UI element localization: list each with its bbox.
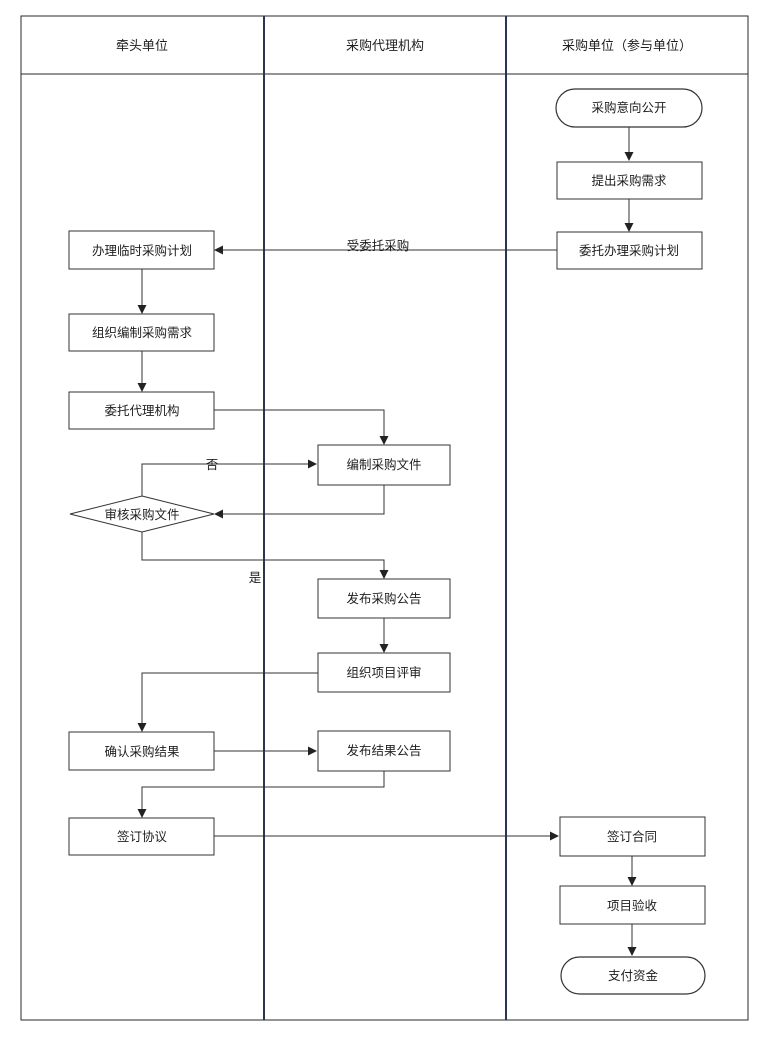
node-label: 组织项目评审 (346, 665, 421, 680)
node-label: 确认采购结果 (104, 744, 180, 759)
node-handle-temp-plan: 办理临时采购计划 (68, 230, 215, 270)
node-submit-demand: 提出采购需求 (556, 161, 703, 200)
node-label: 审核采购文件 (104, 507, 179, 522)
lane-header-buyer: 采购单位（参与单位） (562, 38, 692, 54)
node-publish-result: 发布结果公告 (317, 730, 451, 772)
edge-entrust-agency-to-compile (214, 409, 389, 445)
node-label: 签订协议 (117, 829, 168, 844)
node-confirm-result: 确认采购结果 (68, 731, 215, 771)
node-sign-contract: 签订合同 (559, 816, 706, 857)
node-entrust-agency: 委托代理机构 (68, 391, 215, 430)
edge-label-no: 否 (206, 457, 219, 472)
node-entrust-plan: 委托办理采购计划 (556, 231, 703, 270)
edge-compile-to-review (214, 485, 385, 519)
node-label: 采购意向公开 (591, 100, 666, 115)
node-sign-agreement: 签订协议 (68, 817, 215, 856)
edge-review-yes (141, 532, 389, 579)
node-publish-notice: 发布采购公告 (317, 578, 451, 619)
node-label: 委托办理采购计划 (579, 243, 679, 258)
edge-review-no (141, 459, 317, 496)
node-intent-public: 采购意向公开 (555, 88, 703, 128)
node-label: 编制采购文件 (346, 457, 421, 472)
node-label: 提出采购需求 (591, 173, 667, 188)
node-label: 办理临时采购计划 (92, 243, 192, 258)
edge-review-to-confirm (137, 672, 318, 732)
lane-header-lead: 牵头单位 (116, 39, 168, 54)
node-review-docs: 审核采购文件 (69, 495, 215, 533)
node-label: 发布采购公告 (346, 591, 421, 606)
node-organize-demand: 组织编制采购需求 (68, 313, 215, 352)
node-organize-review: 组织项目评审 (317, 652, 451, 693)
edge-label-yes: 是 (249, 570, 262, 585)
node-label: 组织编制采购需求 (92, 325, 193, 340)
edge-publish-to-agreement (137, 771, 385, 818)
node-label: 项目验收 (607, 898, 658, 913)
node-label: 支付资金 (608, 968, 659, 983)
node-label: 签订合同 (607, 829, 657, 844)
swimlane-frame (20, 15, 749, 1021)
node-label: 发布结果公告 (346, 743, 421, 758)
node-compile-docs: 编制采购文件 (317, 444, 451, 486)
edge-label-entrusted: 受委托采购 (347, 238, 410, 253)
node-pay-funds: 支付资金 (560, 956, 706, 995)
node-label: 委托代理机构 (104, 403, 179, 418)
node-acceptance: 项目验收 (559, 885, 706, 925)
lane-header-agency: 采购代理机构 (346, 38, 424, 54)
